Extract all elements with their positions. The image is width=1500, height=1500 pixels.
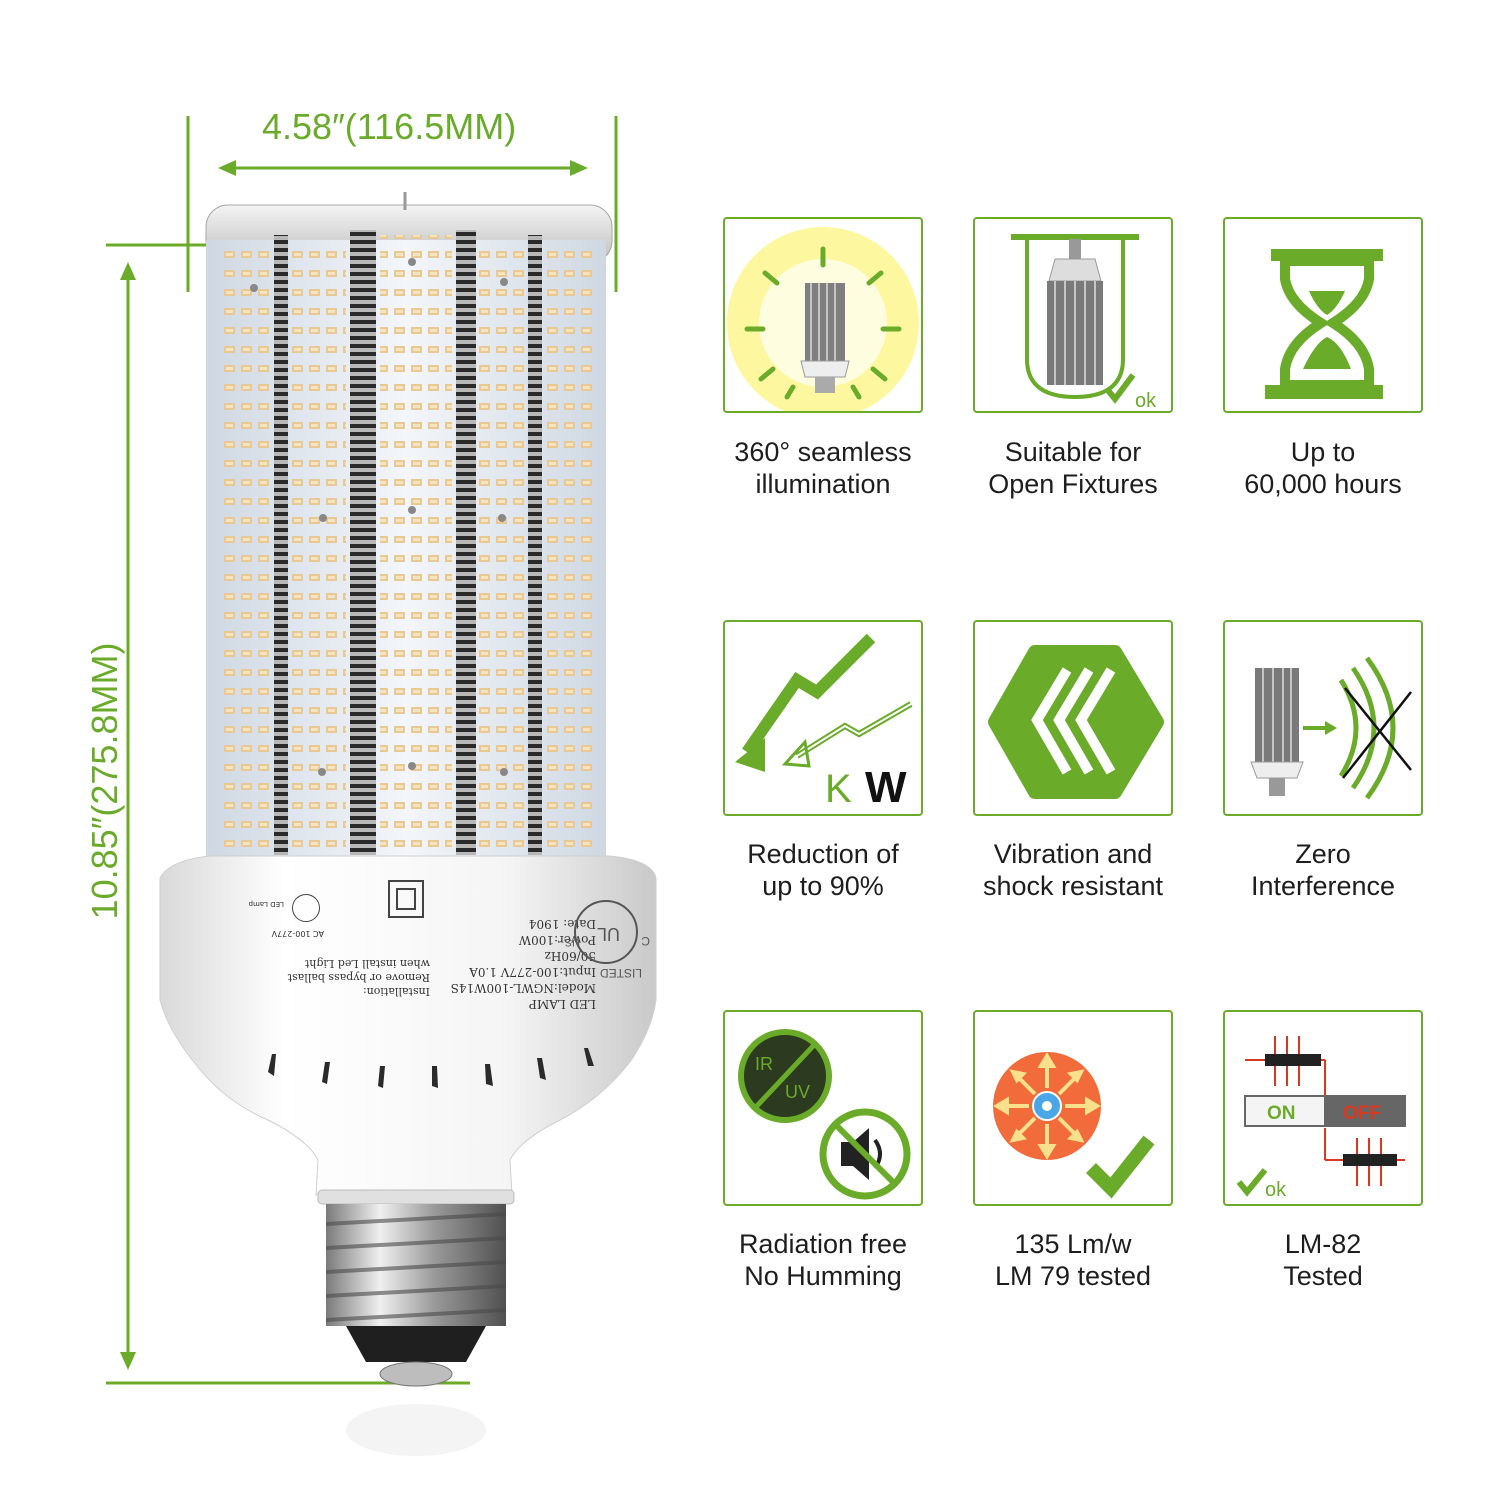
wiring-sub: LED Lamp — [248, 900, 284, 908]
on-label: ON — [1267, 1103, 1296, 1124]
k-letter: K — [825, 767, 852, 811]
uv-label: UV — [785, 1082, 810, 1102]
width-dimension-label: 4.58″(116.5MM) — [262, 106, 517, 147]
label-line: 50/60Hz — [544, 949, 596, 963]
on-off-switch-icon: ON OFF ok — [1236, 1036, 1406, 1201]
lamp-symbol-icon — [292, 894, 320, 922]
vibration-icon — [988, 645, 1164, 799]
zero-interference-icon — [1250, 656, 1412, 800]
label-line: Model:NGWL-100W14S — [450, 981, 596, 995]
feature-box-vibration — [973, 620, 1173, 816]
install-line: Remove or bypass ballast — [287, 971, 430, 984]
double-insulation-icon — [388, 880, 424, 918]
ul-listed-icon: UL — [574, 900, 638, 964]
feature-box-lifespan — [1223, 217, 1423, 413]
feature-box-lumen-efficacy — [973, 1010, 1173, 1206]
cert-us: US — [564, 936, 580, 948]
cert-c: C — [641, 934, 650, 948]
w-letter: W — [865, 763, 907, 812]
ok-badge: ok — [1135, 390, 1157, 412]
install-line: when install Led Light — [304, 957, 430, 970]
lumen-efficacy-icon — [993, 1052, 1155, 1199]
label-line: LED LAMP — [528, 997, 596, 1011]
off-label: OFF — [1343, 1103, 1381, 1124]
feature-box-lm82: ON OFF ok — [1223, 1010, 1423, 1206]
corn-led-bulb-image — [159, 192, 657, 1456]
hourglass-icon — [1265, 249, 1383, 399]
power-reduction-icon: K W — [735, 633, 913, 812]
cert-listed: LISTED — [599, 966, 642, 980]
label-line: Input:100-277V 1.0A — [469, 965, 596, 979]
feature-box-radiation-free: IR UV — [723, 1010, 923, 1206]
label-line: Date: 1904 — [528, 917, 596, 931]
ir-uv-mute-icon: IR UV — [738, 1029, 911, 1200]
ok-badge: ok — [1265, 1179, 1287, 1201]
sun-bulb-icon — [727, 227, 919, 411]
ir-label: IR — [755, 1054, 773, 1074]
product-spec-label: LED LAMP Model:NGWL-100W14S Input:100-27… — [220, 868, 650, 1018]
open-fixture-icon: ok — [1011, 234, 1157, 412]
feature-box-illumination — [723, 217, 923, 413]
wiring-caption: AC 100-277V — [271, 929, 324, 938]
feature-box-open-fixture: ok — [973, 217, 1173, 413]
feature-box-zero-interference — [1223, 620, 1423, 816]
feature-box-power-reduction: K W — [723, 620, 923, 816]
install-line: Installation: — [363, 985, 430, 998]
